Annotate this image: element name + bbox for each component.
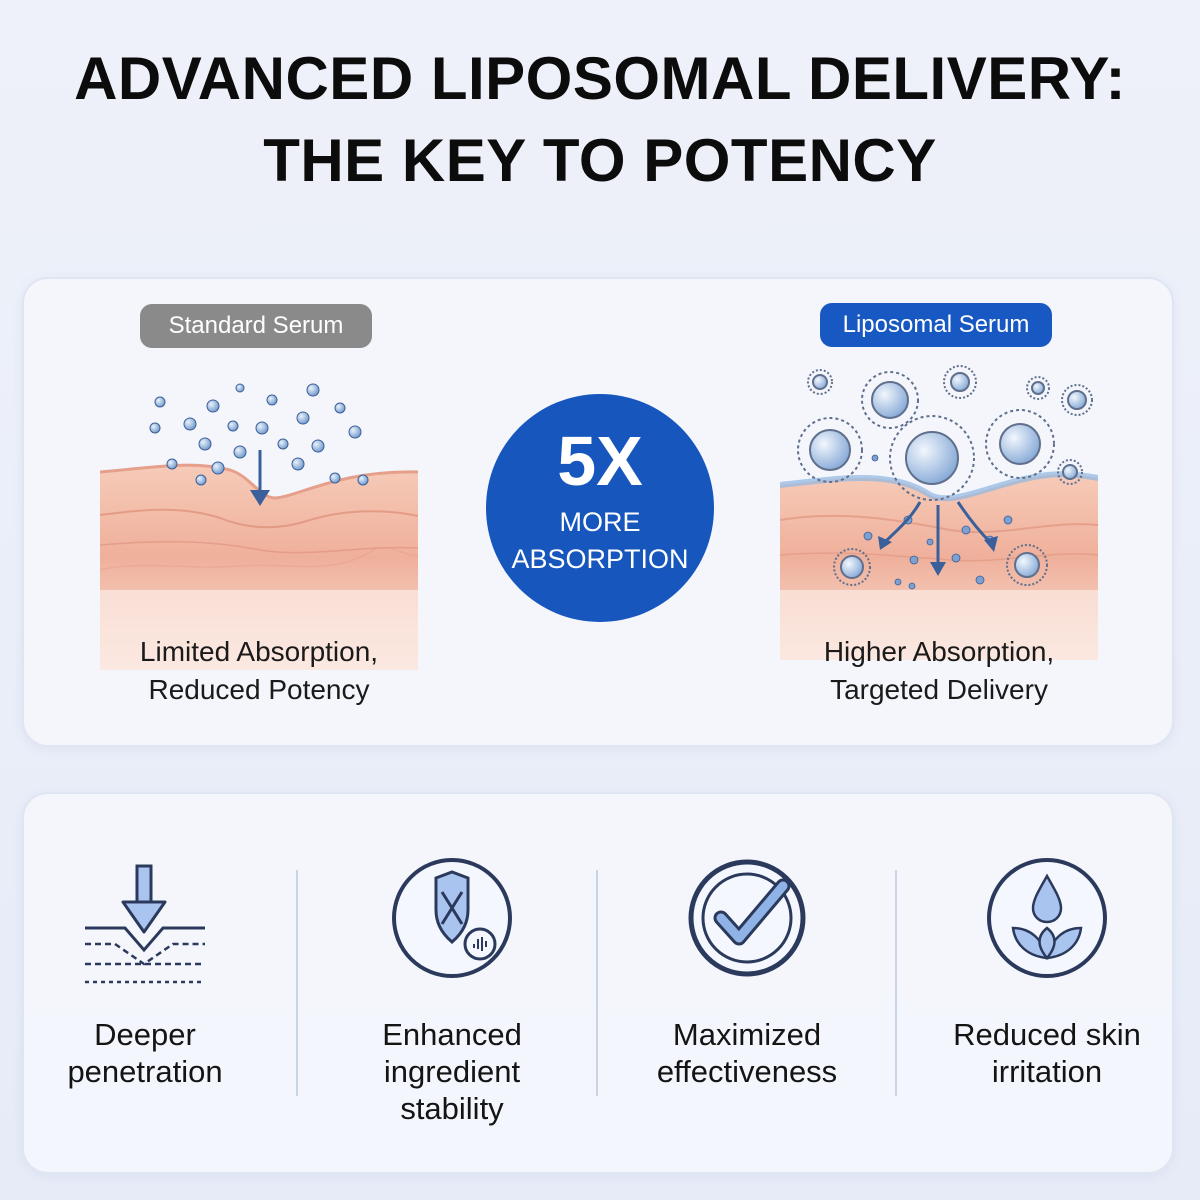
benefit-reduced-irritation: Reduced skin irritation [902, 838, 1192, 1148]
benefit-ingredient-stability: Enhanced ingredient stability [307, 838, 597, 1148]
benefit-label-line: irritation [991, 1054, 1103, 1089]
benefit-label-line: penetration [67, 1054, 223, 1089]
standard-serum-label: Standard Serum [140, 304, 372, 348]
benefit-label-line: Reduced skin [953, 1017, 1141, 1052]
standard-caption-line-1: Limited Absorption, [139, 636, 379, 667]
droplet-leaf-icon [987, 858, 1107, 978]
badge-value: 5X [557, 422, 643, 500]
badge-line-2: ABSORPTION [511, 544, 689, 574]
page-headline: ADVANCED LIPOSOMAL DELIVERY: THE KEY TO … [0, 38, 1200, 202]
benefit-label: Enhanced ingredient stability [307, 1016, 597, 1127]
benefits-card [22, 792, 1174, 1174]
headline-line-2: THE KEY TO POTENCY [263, 127, 937, 194]
benefit-maximized-effectiveness: Maximized effectiveness [602, 838, 892, 1148]
headline-line-1: ADVANCED LIPOSOMAL DELIVERY: [74, 45, 1126, 112]
benefit-label-line: Enhanced [382, 1017, 522, 1052]
liposomal-caption-line-2: Targeted Delivery [830, 674, 1048, 705]
benefit-label-line: stability [400, 1091, 504, 1126]
benefit-label-line: Maximized [672, 1017, 822, 1052]
benefit-divider [296, 870, 298, 1096]
benefit-label: Reduced skin irritation [902, 1016, 1192, 1090]
badge-line-1: MORE [559, 507, 641, 537]
liposomal-serum-label: Liposomal Serum [820, 303, 1052, 347]
benefit-divider [596, 870, 598, 1096]
standard-caption-line-2: Reduced Potency [148, 674, 370, 705]
absorption-badge: 5X MORE ABSORPTION [486, 394, 714, 622]
standard-caption: Limited Absorption, Reduced Potency [100, 633, 418, 709]
standard-skin-illustration [100, 380, 418, 670]
checkmark-icon [688, 859, 806, 977]
benefit-divider [895, 870, 897, 1096]
liposomal-skin-illustration [780, 360, 1098, 660]
liposomal-caption-line-1: Higher Absorption, [823, 636, 1055, 667]
benefit-label-line: Deeper [94, 1017, 196, 1052]
benefit-label: Maximized effectiveness [602, 1016, 892, 1090]
liposomal-caption: Higher Absorption, Targeted Delivery [780, 633, 1098, 709]
benefit-deeper-penetration: Deeper penetration [0, 838, 290, 1148]
shield-stability-icon [392, 858, 512, 978]
benefit-label: Deeper penetration [0, 1016, 290, 1090]
benefit-label-line: effectiveness [656, 1054, 838, 1089]
benefit-label-line: ingredient [383, 1054, 521, 1089]
deeper-penetration-icon [85, 864, 205, 984]
